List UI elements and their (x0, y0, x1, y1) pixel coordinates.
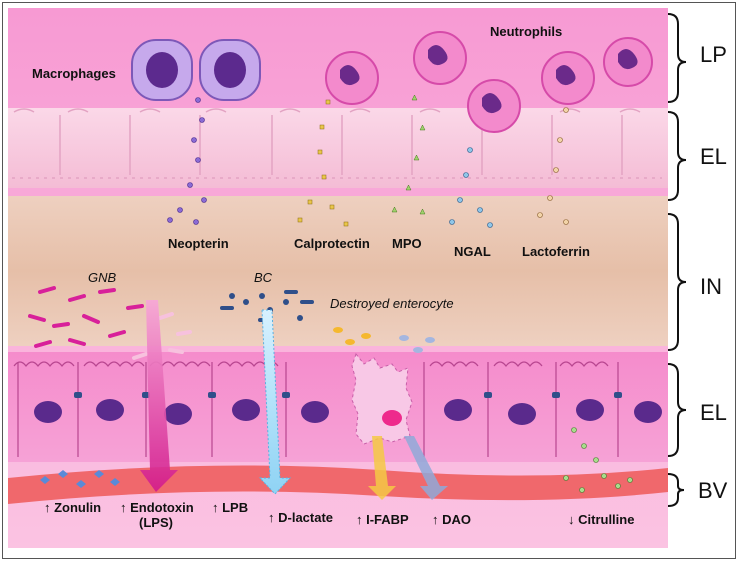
d-lactate-label: ↑ D-lactate (268, 510, 334, 525)
gnb-bacteria (28, 286, 144, 348)
macrophages-label: Macrophages (32, 66, 116, 81)
ifabp-arrow (368, 436, 396, 500)
bottom-epithelium-cells (13, 361, 619, 457)
mpo-dots (391, 94, 426, 215)
tight-junctions (74, 392, 622, 398)
citrulline-dots (563, 427, 633, 493)
dao-fragments (399, 335, 435, 353)
citrulline-label: ↓ Citrulline (568, 512, 635, 527)
lumen-band (8, 196, 668, 346)
neutrophils-label: Neutrophils (490, 24, 563, 39)
neopterin-label: Neopterin (168, 236, 229, 251)
calprotectin-label: Calprotectin (294, 236, 370, 251)
bc-bacteria (220, 290, 314, 322)
ifabp-fragments (333, 327, 371, 345)
lpb-label: ↑ LPB (212, 500, 249, 515)
lactoferrin-dots (537, 107, 569, 225)
dao-label: ↑ DAO (432, 512, 471, 527)
zonulin-label: ↑ Zonulin (44, 500, 102, 515)
endotoxin-label: ↑ Endotoxin (LPS) (120, 500, 194, 530)
mpo-label: MPO (392, 236, 422, 251)
layer-label-in: IN (700, 274, 722, 299)
bottom-epithelium-nuclei (34, 399, 662, 425)
gnb-label: GNB (88, 270, 117, 285)
layer-label-el-top: EL (700, 144, 727, 169)
lactoferrin-label: Lactoferrin (522, 244, 590, 259)
layer-label-bv: BV (698, 478, 728, 503)
endotoxin-text: ↑ Endotoxin (120, 500, 194, 515)
bc-translocation-arrow (258, 309, 292, 495)
layer-brackets (667, 13, 687, 507)
bc-label: BC (254, 270, 273, 285)
macrophage-icon (131, 39, 261, 101)
i-fabp-label: ↑ I-FABP (356, 512, 409, 527)
ngal-label: NGAL (454, 244, 491, 259)
top-epithelium-band (8, 108, 668, 188)
neopterin-dots (167, 97, 207, 225)
calprotectin-dots (297, 99, 349, 227)
zonulin-particles (40, 470, 120, 488)
gnb-translocation-arrow (140, 300, 178, 492)
blood-vessel (8, 465, 668, 504)
layer-label-el-bottom: EL (700, 400, 727, 425)
dao-arrow (404, 436, 448, 500)
layer-label-lp: LP (700, 42, 727, 67)
neutrophil-icon (325, 31, 653, 133)
ngal-dots (449, 147, 493, 228)
destroyed-enterocyte-label: Destroyed enterocyte (330, 296, 454, 311)
gnb-fragments (132, 312, 192, 360)
lps-text: (LPS) (139, 515, 173, 530)
destroyed-nucleus-icon (382, 410, 402, 426)
